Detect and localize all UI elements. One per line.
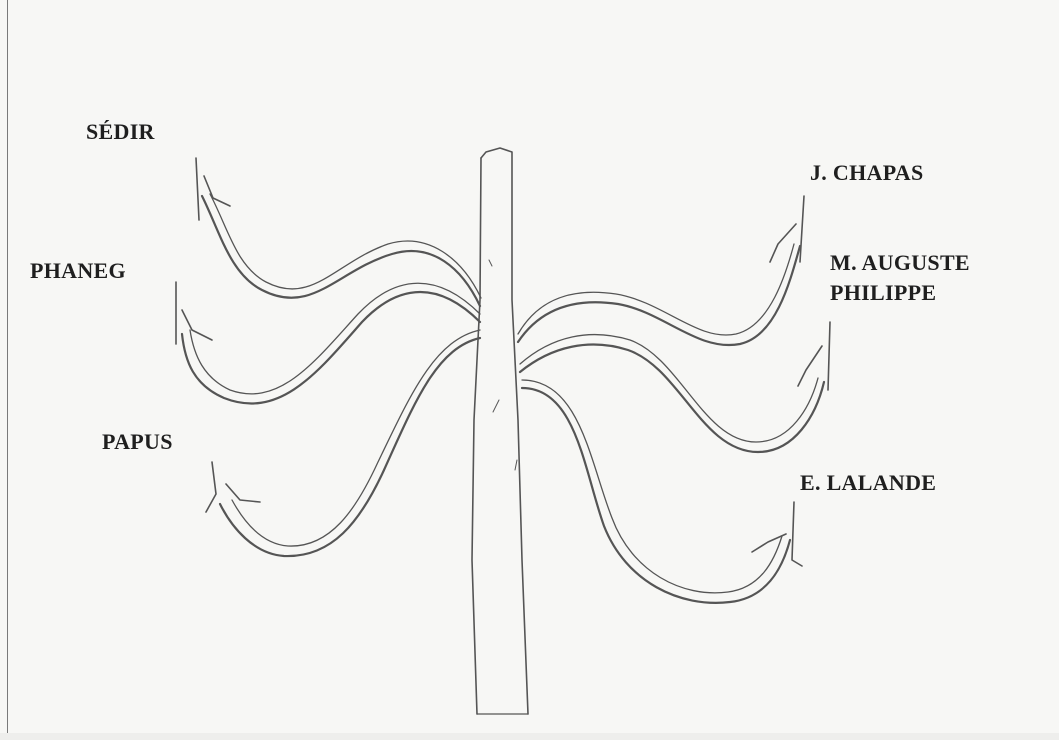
label-chapas: J. CHAPAS — [810, 159, 924, 187]
branch-chapas — [518, 196, 804, 345]
trunk — [472, 148, 528, 714]
label-sedir: SÉDIR — [86, 118, 155, 146]
label-phaneg: PHANEG — [30, 257, 126, 285]
branch-papus — [206, 330, 480, 556]
branch-phaneg — [176, 282, 480, 403]
label-auguste-line1: M. AUGUSTE — [830, 248, 970, 278]
branch-auguste — [520, 322, 830, 452]
label-lalande: E. LALANDE — [800, 469, 936, 497]
label-papus: PAPUS — [102, 428, 173, 456]
label-auguste-line2: PHILIPPE — [830, 278, 970, 308]
branch-sedir — [196, 158, 481, 306]
branch-lalande — [522, 380, 802, 603]
label-auguste-philippe: M. AUGUSTE PHILIPPE — [830, 248, 970, 308]
